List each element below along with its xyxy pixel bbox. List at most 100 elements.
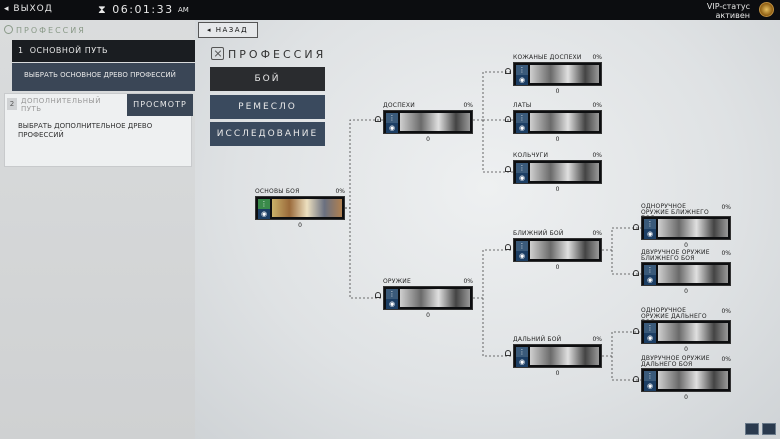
node-name: БЛИЖНИЙ БОЙ bbox=[513, 230, 564, 237]
eye-icon[interactable]: ◉ bbox=[386, 299, 398, 309]
node-frame: ⋮ ◉ bbox=[641, 368, 731, 392]
node-ranged[interactable]: ДАЛЬНИЙ БОЙ 0% ⋮ ◉ 0 bbox=[505, 336, 602, 378]
eye-icon[interactable]: ◉ bbox=[516, 173, 528, 183]
node-leather-armor[interactable]: КОЖАНЫЕ ДОСПЕХИ 0% ⋮ ◉ 0 bbox=[505, 54, 602, 96]
crossed-swords-icon bbox=[211, 47, 224, 60]
corner-controls bbox=[745, 423, 776, 435]
back-button[interactable]: ◂ НАЗАД bbox=[198, 22, 258, 38]
node-image bbox=[272, 199, 342, 217]
connector-basics-armor bbox=[345, 119, 383, 209]
eye-icon[interactable]: ◉ bbox=[386, 123, 398, 133]
lock-icon bbox=[633, 376, 639, 382]
vip-status-line2: активен bbox=[715, 11, 750, 20]
node-chain-armor[interactable]: КОЛЬЧУГИ 0% ⋮ ◉ 0 bbox=[505, 152, 602, 194]
node-name: ЛАТЫ bbox=[513, 102, 532, 109]
node-melee[interactable]: БЛИЖНИЙ БОЙ 0% ⋮ ◉ 0 bbox=[505, 230, 602, 272]
node-progress: 0% bbox=[592, 230, 602, 237]
skill-tree-icon[interactable]: ⋮ bbox=[516, 347, 528, 357]
node-ranged-one-handed[interactable]: ОДНОРУЧНОЕ ОРУЖИЕ ДАЛЬНЕГО БОЯ 0% ⋮ ◉ 0 bbox=[633, 308, 731, 358]
eye-icon[interactable]: ◉ bbox=[516, 75, 528, 85]
choose-secondary-tree-link[interactable]: ВЫБРАТЬ ДОПОЛНИТЕЛЬНОЕ ДРЕВО ПРОФЕССИЙ bbox=[18, 122, 153, 139]
clock-ampm: AM bbox=[178, 6, 189, 14]
node-progress: 0% bbox=[335, 188, 345, 195]
node-progress: 0% bbox=[592, 336, 602, 343]
exit-button[interactable]: ◂ ВЫХОД bbox=[4, 4, 53, 14]
skill-tree-icon[interactable]: ⋮ bbox=[644, 219, 656, 229]
skill-tree-icon[interactable]: ⋮ bbox=[516, 163, 528, 173]
choose-primary-tree-button[interactable]: ВЫБРАТЬ ОСНОВНОЕ ДРЕВО ПРОФЕССИЙ bbox=[12, 63, 200, 91]
eye-icon[interactable]: ◉ bbox=[516, 123, 528, 133]
lock-icon bbox=[375, 292, 381, 298]
lock-icon bbox=[505, 166, 511, 172]
node-count: 0 bbox=[684, 288, 688, 295]
skill-tree-icon[interactable]: ⋮ bbox=[258, 199, 270, 209]
node-frame: ⋮ ◉ bbox=[513, 160, 602, 184]
node-ranged-two-handed[interactable]: ДВУРУЧНОЕ ОРУЖИЕ ДАЛЬНЕГО БОЯ 0% ⋮ ◉ 0 bbox=[633, 355, 731, 406]
eye-icon[interactable]: ◉ bbox=[644, 275, 656, 285]
node-count: 0 bbox=[555, 136, 560, 143]
node-image bbox=[530, 347, 599, 365]
tab-research-label: ИССЛЕДОВАНИЕ bbox=[216, 129, 319, 139]
eye-icon[interactable]: ◉ bbox=[644, 381, 656, 391]
secondary-path-number: 2 bbox=[7, 98, 17, 110]
eye-icon[interactable]: ◉ bbox=[644, 333, 656, 343]
eye-icon[interactable]: ◉ bbox=[516, 357, 528, 367]
tab-crafting[interactable]: РЕМЕСЛО bbox=[210, 95, 325, 119]
vip-badge-icon[interactable] bbox=[759, 2, 774, 17]
node-progress: 0% bbox=[592, 152, 602, 159]
top-bar: ◂ ВЫХОД ⧗ 06:01:33 AM VIP-статус активен bbox=[0, 0, 780, 20]
node-weapons[interactable]: ОРУЖИЕ 0% ⋮ ◉ 0 bbox=[375, 278, 473, 320]
view-button[interactable]: ПРОСМОТР bbox=[127, 94, 193, 116]
connector-melee-1h bbox=[602, 227, 641, 251]
skill-tree-icon[interactable]: ⋮ bbox=[644, 371, 656, 381]
connector-melee-2h bbox=[611, 250, 641, 275]
node-frame: ⋮ ◉ bbox=[255, 196, 345, 220]
skill-tree-icon[interactable]: ⋮ bbox=[516, 65, 528, 75]
skill-tree-icon[interactable]: ⋮ bbox=[644, 265, 656, 275]
skill-tree-icon[interactable]: ⋮ bbox=[644, 323, 656, 333]
eye-icon[interactable]: ◉ bbox=[258, 209, 270, 219]
node-name: ДАЛЬНИЙ БОЙ bbox=[513, 336, 562, 343]
page-title: ПРОФЕССИЯ bbox=[211, 47, 326, 61]
primary-path-button[interactable]: 1 ОСНОВНОЙ ПУТЬ bbox=[12, 40, 200, 62]
node-frame: ⋮ ◉ bbox=[383, 286, 473, 310]
skill-tree-icon[interactable]: ⋮ bbox=[516, 241, 528, 251]
node-name: ДВУРУЧНОЕ ОРУЖИЕ ДАЛЬНЕГО БОЯ bbox=[641, 355, 710, 368]
node-progress: 0% bbox=[721, 250, 731, 257]
eye-icon[interactable]: ◉ bbox=[516, 251, 528, 261]
tree-connectors bbox=[345, 71, 641, 381]
vip-status: VIP-статус активен bbox=[707, 2, 750, 20]
menu-icon[interactable] bbox=[762, 423, 776, 435]
node-image bbox=[400, 289, 470, 307]
node-frame: ⋮ ◉ bbox=[641, 216, 731, 240]
exit-label: ВЫХОД bbox=[13, 4, 53, 14]
node-image bbox=[658, 323, 728, 341]
node-melee-two-handed[interactable]: ДВУРУЧНОЕ ОРУЖИЕ БЛИЖНЕГО БОЯ 0% ⋮ ◉ 0 bbox=[633, 250, 731, 300]
skill-tree-icon[interactable]: ⋮ bbox=[386, 113, 398, 123]
connector-basics-weapons bbox=[345, 207, 383, 299]
settings-icon[interactable] bbox=[745, 423, 759, 435]
node-combat-basics[interactable]: ОСНОВЫ БОЯ 0% ⋮ ◉ 0 bbox=[255, 188, 345, 230]
skill-tree-icon[interactable]: ⋮ bbox=[386, 289, 398, 299]
node-melee-one-handed[interactable]: ОДНОРУЧНОЕ ОРУЖИЕ БЛИЖНЕГО БОЯ 0% ⋮ ◉ 0 bbox=[633, 204, 731, 254]
lock-icon bbox=[505, 350, 511, 356]
node-frame: ⋮ ◉ bbox=[383, 110, 473, 134]
primary-path-number: 1 bbox=[18, 46, 24, 55]
skill-tree-icon[interactable]: ⋮ bbox=[516, 113, 528, 123]
node-plate-armor[interactable]: ЛАТЫ 0% ⋮ ◉ 0 bbox=[505, 102, 602, 144]
node-image bbox=[530, 113, 599, 131]
node-count: 0 bbox=[684, 394, 688, 401]
lock-icon bbox=[505, 68, 511, 74]
connector-weapons-melee bbox=[473, 249, 513, 299]
left-panel-header: ПРОФЕССИЯ bbox=[4, 25, 86, 35]
page-title-text: ПРОФЕССИЯ bbox=[228, 48, 327, 61]
lock-icon bbox=[633, 224, 639, 230]
eye-icon[interactable]: ◉ bbox=[644, 229, 656, 239]
node-armor[interactable]: ДОСПЕХИ 0% ⋮ ◉ 0 bbox=[375, 102, 473, 144]
tab-combat[interactable]: БОЙ bbox=[210, 67, 325, 91]
left-panel-title: ПРОФЕССИЯ bbox=[16, 26, 86, 35]
tab-research[interactable]: ИССЛЕДОВАНИЕ bbox=[210, 122, 325, 146]
node-progress: 0% bbox=[721, 204, 731, 211]
node-count: 0 bbox=[426, 312, 430, 319]
node-name: ОРУЖИЕ bbox=[383, 278, 411, 285]
